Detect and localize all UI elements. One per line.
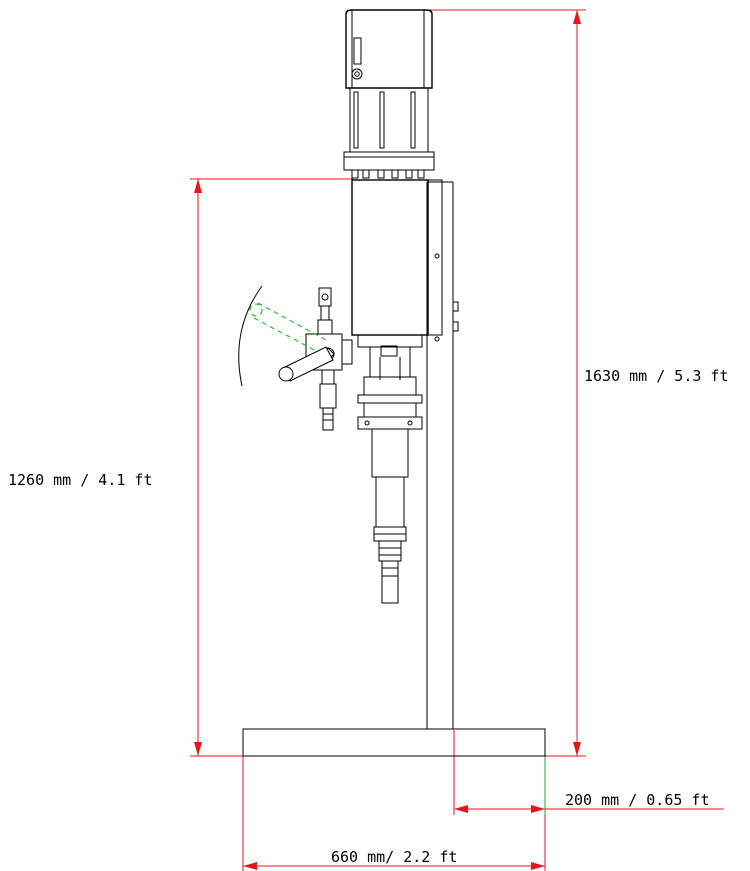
dimension-column-offset bbox=[453, 730, 724, 815]
lever-arm[interactable] bbox=[278, 346, 334, 382]
lever-alternate-position bbox=[249, 302, 327, 353]
lever-swing-arc bbox=[238, 285, 263, 387]
dimension-base-width bbox=[242, 756, 546, 871]
base-width-label: 660 mm/ 2.2 ft bbox=[331, 848, 457, 866]
total-height-label: 1630 mm / 5.3 ft bbox=[584, 367, 729, 385]
pump-assembly bbox=[357, 334, 423, 604]
base-plate bbox=[242, 728, 546, 757]
motor bbox=[345, 9, 433, 89]
flange-bolts bbox=[351, 169, 425, 179]
motor-bracket bbox=[343, 87, 435, 171]
column-offset-label: 200 mm / 0.65 ft bbox=[565, 791, 710, 809]
support-column bbox=[426, 181, 454, 729]
main-housing bbox=[351, 179, 459, 342]
dimension-total-height bbox=[428, 9, 586, 757]
dimension-stand-height bbox=[190, 178, 353, 757]
stand-height-label: 1260 mm / 4.1 ft bbox=[8, 471, 153, 489]
